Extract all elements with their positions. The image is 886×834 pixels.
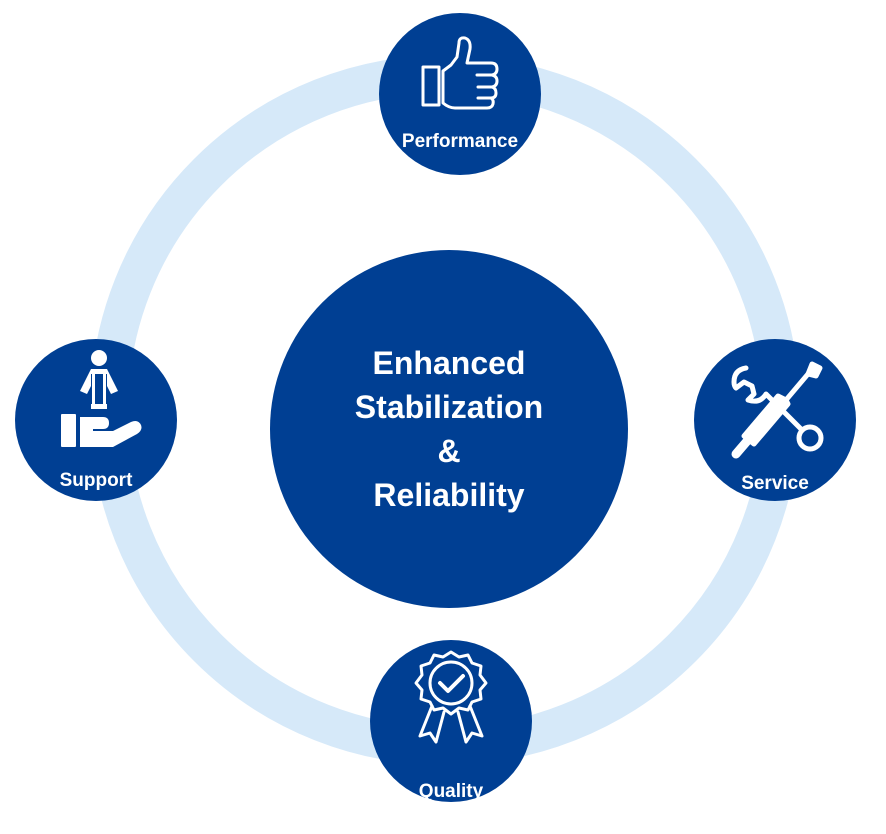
quality-label: Quality [418, 781, 484, 802]
hand-holding-person-icon [15, 347, 177, 457]
support-node[interactable]: Support [15, 339, 177, 501]
wrench-screwdriver-icon [694, 356, 856, 466]
service-node[interactable]: Service [694, 339, 856, 501]
center-title-line-1: Enhanced [372, 345, 526, 381]
quality-node[interactable]: Quality [370, 640, 532, 802]
center-title-line-2: Stabilization [354, 389, 544, 425]
center-title-line-4: Reliability [373, 477, 525, 513]
center-title-line-3: & [437, 433, 461, 469]
support-label: Support [59, 470, 133, 491]
performance-label: Performance [401, 131, 519, 152]
service-label: Service [741, 473, 809, 494]
thumbs-up-icon [379, 35, 541, 115]
center-circle: Enhanced Stabilization & Reliability [270, 250, 628, 608]
award-ribbon-check-icon [370, 640, 532, 770]
performance-node[interactable]: Performance [379, 13, 541, 175]
